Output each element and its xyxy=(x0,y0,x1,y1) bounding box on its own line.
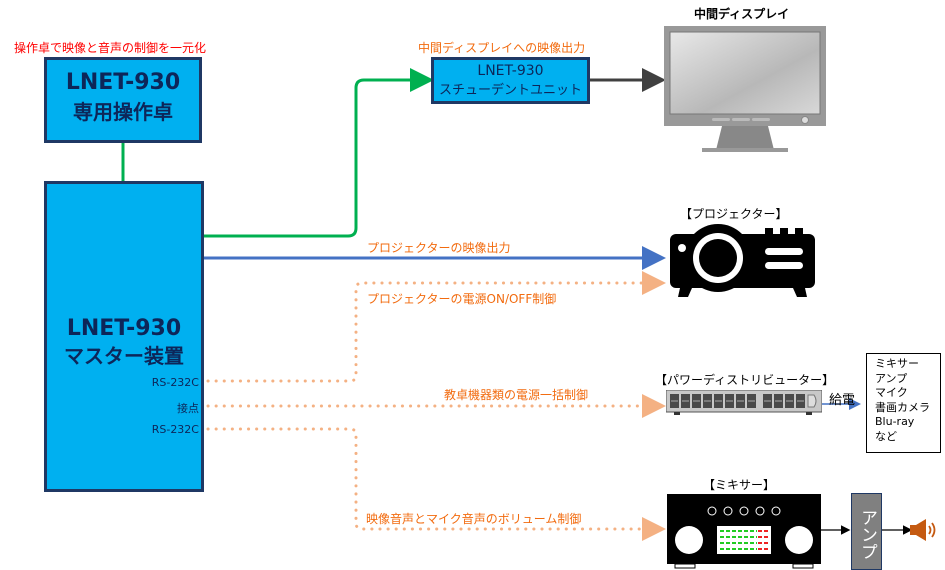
master-box: LNET-930 マスター装置 RS-232C 接点 RS-232C xyxy=(44,181,204,492)
device-item: など xyxy=(875,429,897,443)
power-strip-icon xyxy=(666,390,822,415)
student-unit-caption: 中間ディスプレイへの映像出力 xyxy=(418,41,586,55)
student-unit-name: スチューデントユニット xyxy=(438,83,582,98)
mixer-title: 【ミキサー】 xyxy=(703,478,776,492)
device-item: Blu-ray xyxy=(875,415,915,428)
speaker-icon xyxy=(910,519,936,541)
powered-devices-list: ミキサー アンプ マイク 書画カメラ Blu-ray など xyxy=(866,353,941,453)
projector-icon xyxy=(670,224,815,297)
display-title: 中間ディスプレイ xyxy=(694,7,790,21)
amp-box: アンプ xyxy=(851,493,882,570)
device-item: ミキサー xyxy=(875,357,919,370)
projector-title: 【プロジェクター】 xyxy=(680,207,788,221)
port-rs232c-1: RS-232C xyxy=(151,376,199,389)
projector-power-label: プロジェクターの電源ON/OFF制御 xyxy=(367,292,557,306)
monitor-icon xyxy=(664,26,826,152)
console-caption: 操作卓で映像と音声の制御を一元化 xyxy=(14,41,207,55)
student-unit-box: LNET-930 スチューデントユニット xyxy=(431,57,590,104)
master-model: LNET-930 xyxy=(66,316,182,341)
projector-video-label: プロジェクターの映像出力 xyxy=(367,241,511,255)
mixer-control-line xyxy=(206,427,666,541)
projector-power-line xyxy=(206,271,666,383)
port-rs232c-2: RS-232C xyxy=(151,423,199,436)
device-item: 書画カメラ xyxy=(875,400,930,414)
mixer-icon xyxy=(667,494,821,569)
device-item: マイク xyxy=(875,386,908,399)
power-distributor-control-label: 教卓機器類の電源一括制御 xyxy=(444,388,589,402)
master-name: マスター装置 xyxy=(64,344,184,368)
console-name: 専用操作卓 xyxy=(73,100,173,124)
power-supply-label: 給電 xyxy=(829,393,856,408)
console-model: LNET-930 xyxy=(65,70,181,95)
console-box: LNET-930 専用操作卓 xyxy=(44,57,202,143)
port-contact: 接点 xyxy=(177,402,199,415)
amp-label: アンプ xyxy=(857,509,877,560)
student-unit-video-line xyxy=(203,68,434,238)
device-item: アンプ xyxy=(875,371,908,385)
mixer-control-label: 映像音声とマイク音声のボリューム制御 xyxy=(366,512,582,526)
power-distributor-title: 【パワーディストリビューター】 xyxy=(655,373,835,387)
student-unit-model: LNET-930 xyxy=(477,63,544,79)
